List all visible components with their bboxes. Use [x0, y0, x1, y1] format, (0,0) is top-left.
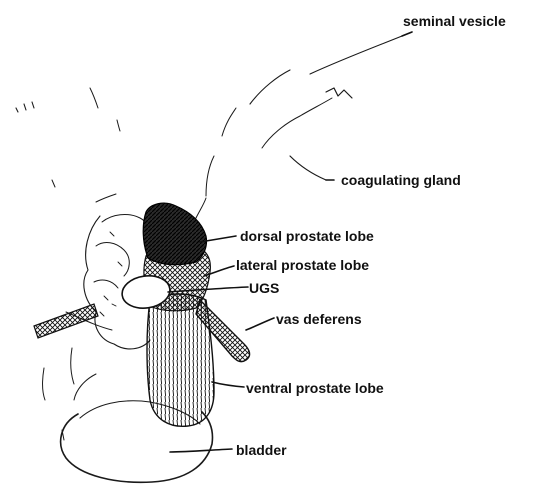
leader-ventral-prostate-lobe — [212, 382, 244, 387]
label-dorsal-prostate-lobe: dorsal prostate lobe — [240, 229, 374, 243]
label-vas-deferens: vas deferens — [276, 312, 362, 326]
leader-seminal-vesicle — [402, 32, 412, 36]
left-vas-deferens — [34, 304, 98, 338]
leader-bladder — [170, 449, 232, 452]
label-seminal-vesicle: seminal vesicle — [403, 14, 506, 28]
label-lateral-prostate-lobe: lateral prostate lobe — [236, 258, 369, 272]
leader-vas-deferens — [246, 318, 274, 330]
label-ugs: UGS — [249, 281, 279, 295]
label-ventral-prostate-lobe: ventral prostate lobe — [246, 381, 384, 395]
coagulating-gland-outline — [290, 156, 326, 180]
label-bladder: bladder — [236, 443, 287, 457]
label-coagulating-gland: coagulating gland — [341, 173, 461, 187]
dorsal-prostate-lobe-shape — [143, 203, 206, 265]
